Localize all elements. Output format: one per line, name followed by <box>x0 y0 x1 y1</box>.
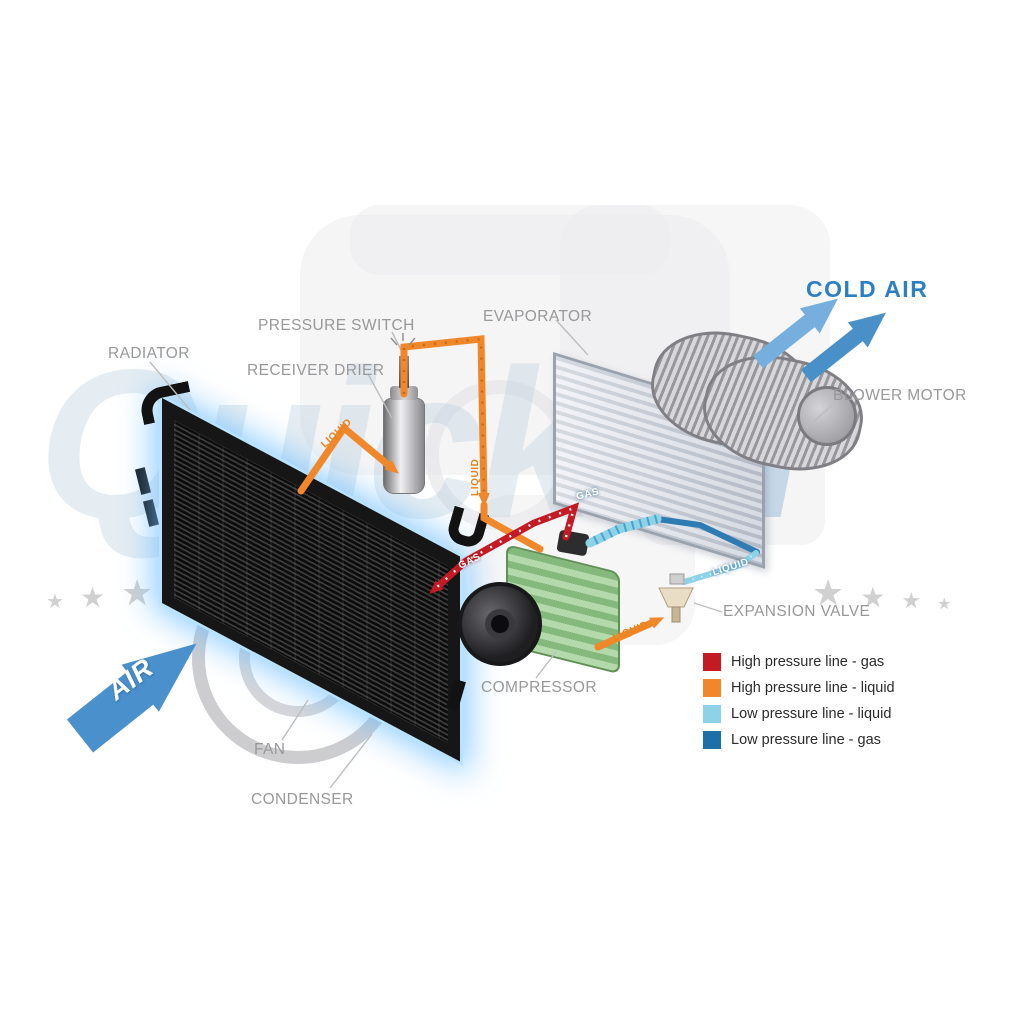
cold-air-arrow-icon <box>753 298 838 369</box>
star-icon: ★ <box>860 582 886 613</box>
watermark-stars-left: ★ ★ ★ <box>46 572 153 614</box>
legend-swatch-high-pressure-gas <box>703 652 721 671</box>
label-blower-motor: BLOWER MOTOR <box>833 387 967 404</box>
compressor-unit <box>458 529 626 676</box>
label-condenser: CONDENSER <box>251 791 354 808</box>
legend-swatch-high-pressure-liquid <box>703 678 721 697</box>
label-radiator: RADIATOR <box>108 345 190 362</box>
star-icon: ★ <box>901 588 922 613</box>
label-receiver-drier: RECEIVER DRIER <box>247 362 385 379</box>
star-icon: ★ <box>46 591 64 613</box>
leader-expansion-valve <box>693 602 723 613</box>
legend-label: High pressure line - liquid <box>731 679 895 696</box>
pipe-high-pressure-gas <box>429 502 580 595</box>
legend-item-low-pressure-gas: Low pressure line - gas <box>703 730 895 749</box>
label-expansion-valve: EXPANSION VALVE <box>723 603 871 620</box>
leader-receiver-drier <box>367 373 393 419</box>
legend-label: Low pressure line - gas <box>731 731 881 748</box>
compressor-pulley <box>458 582 542 666</box>
star-icon: ★ <box>121 572 154 613</box>
watermark-stars-right: ★ ★ ★ ★ <box>812 572 951 614</box>
legend-item-low-pressure-liquid: Low pressure line - liquid <box>703 704 895 723</box>
leader-blower-motor <box>805 399 839 429</box>
expansion-valve <box>658 573 694 623</box>
engine-part-shape <box>350 205 670 275</box>
star-icon: ★ <box>812 572 845 613</box>
expansion-valve-cap <box>669 573 685 585</box>
label-compressor: COMPRESSOR <box>481 679 597 696</box>
cold-air-arrow-icon <box>801 312 886 383</box>
legend-item-high-pressure-gas: High pressure line - gas <box>703 652 895 671</box>
legend-swatch-low-pressure-liquid <box>703 704 721 723</box>
label-evaporator: EVAPORATOR <box>483 308 593 325</box>
pipe-high-pressure-liquid-d <box>594 617 665 651</box>
legend-swatch-low-pressure-gas <box>703 730 721 749</box>
star-icon: ★ <box>937 596 952 613</box>
label-pressure-switch: PRESSURE SWITCH <box>258 317 415 334</box>
expansion-valve-stem <box>671 606 681 623</box>
pressure-switch-sparks <box>390 333 416 346</box>
leader-fan <box>281 699 309 741</box>
leader-condenser <box>329 733 373 789</box>
leader-evaporator <box>555 319 589 356</box>
legend-item-high-pressure-liquid: High pressure line - liquid <box>703 678 895 697</box>
pipe-low-pressure-gas <box>654 516 760 555</box>
expansion-valve-body <box>658 587 694 608</box>
leader-compressor <box>535 651 557 679</box>
pipe-suction-hose <box>585 514 662 548</box>
pipe-label-liquid: LIQUID <box>470 458 481 497</box>
label-leader-lines <box>149 319 839 789</box>
legend-label: High pressure line - gas <box>731 653 885 670</box>
cold-air-text: COLD AIR <box>806 276 929 302</box>
pipe-high-pressure-gas-chevrons <box>435 505 576 589</box>
leader-pressure-switch <box>391 331 403 353</box>
star-icon: ★ <box>79 582 106 613</box>
label-fan: FAN <box>254 741 286 758</box>
air-arrow-icon <box>66 643 197 753</box>
legend: High pressure line - gas High pressure l… <box>703 652 895 756</box>
pipe-high-pressure-liquid-c <box>480 501 544 553</box>
pipe-high-pressure-liquid-texture <box>402 337 486 499</box>
blower-motor <box>641 318 873 485</box>
pipe-high-pressure-liquid-a <box>297 422 399 495</box>
leader-radiator <box>149 361 191 411</box>
blower-motor-cap <box>797 386 857 446</box>
pipe-low-pressure-liquid <box>681 550 759 585</box>
legend-label: Low pressure line - liquid <box>731 705 892 722</box>
